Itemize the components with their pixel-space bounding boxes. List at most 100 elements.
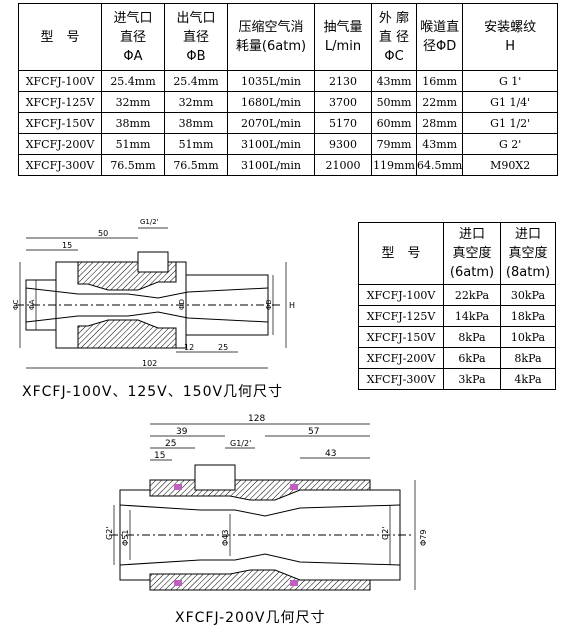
vacuum-header-row: 型 号 进口真空度(6atm) 进口真空度(8atm) xyxy=(358,222,556,285)
drawing-200v: 128 39 57 25 G1/2' 15 43 G2' Φ51 Φ43 G2'… xyxy=(105,414,428,591)
table-cell: 119mm xyxy=(371,154,417,176)
table-cell: 50mm xyxy=(371,91,417,113)
table-cell: 51mm xyxy=(164,133,228,155)
dim-h: H xyxy=(289,301,295,310)
table-cell: G 1' xyxy=(462,70,558,92)
dim-43: 43 xyxy=(325,449,336,459)
caption-drawing-2: XFCFJ-200V几何尺寸 xyxy=(175,610,326,626)
dim-phi-51: Φ51 xyxy=(121,530,130,546)
table-cell: 1680L/min xyxy=(227,91,315,113)
table-cell: 28mm xyxy=(415,112,464,134)
dim-phi-79: Φ79 xyxy=(419,530,428,546)
table-cell: 38mm xyxy=(164,112,228,134)
hatch-bottom-1 xyxy=(77,319,177,349)
table-cell: 3700 xyxy=(314,91,372,113)
table-cell: XFCFJ-125V xyxy=(358,305,444,327)
table-cell: 51mm xyxy=(101,133,165,155)
table-cell: 14kPa xyxy=(443,305,501,327)
dim-15: 15 xyxy=(154,451,165,461)
header-model: 型 号 xyxy=(358,222,444,285)
dim-57: 57 xyxy=(308,427,319,437)
table-cell: G 2' xyxy=(462,133,558,155)
table-cell: XFCFJ-300V xyxy=(358,368,444,390)
table-cell: 9300 xyxy=(314,133,372,155)
table-cell: XFCFJ-150V xyxy=(18,112,102,134)
table-cell: 2130 xyxy=(314,70,372,92)
dim-128: 128 xyxy=(248,414,265,424)
thread-port-1 xyxy=(137,251,169,273)
table-cell: XFCFJ-100V xyxy=(18,70,102,92)
table-cell: 5170 xyxy=(314,112,372,134)
table-cell: 2070L/min xyxy=(227,112,315,134)
dim-102: 102 xyxy=(142,359,157,368)
dim-phi-d: ΦD xyxy=(178,299,186,310)
table-cell: XFCFJ-200V xyxy=(18,133,102,155)
dim-50: 50 xyxy=(98,229,108,238)
table-cell: 25.4mm xyxy=(164,70,228,92)
table-cell: 76.5mm xyxy=(101,154,165,176)
table-cell: 43mm xyxy=(415,133,464,155)
dim-25: 25 xyxy=(165,439,176,449)
table-cell: 60mm xyxy=(371,112,417,134)
table-cell: 22kPa xyxy=(443,284,501,306)
table-cell: 10kPa xyxy=(500,326,556,348)
table-cell: 30kPa xyxy=(500,284,556,306)
dim-39: 39 xyxy=(176,427,188,437)
table-cell: XFCFJ-150V xyxy=(358,326,444,348)
dim-12: 12 xyxy=(184,343,194,352)
dim-phi-c: ΦC xyxy=(12,299,20,310)
dim-25: 25 xyxy=(218,343,228,352)
table-cell: 16mm xyxy=(415,70,464,92)
table-cell: 4kPa xyxy=(500,368,556,390)
table-cell: G1 1/2' xyxy=(462,112,558,134)
table-cell: M90X2 xyxy=(462,154,558,176)
table-cell: G1 1/4' xyxy=(462,91,558,113)
table-cell: 6kPa xyxy=(443,347,501,369)
header-vacuum-6atm: 进口真空度(6atm) xyxy=(443,222,501,285)
header-vacuum-8atm: 进口真空度(8atm) xyxy=(500,222,556,285)
dim-thread: G1/2' xyxy=(140,218,159,226)
table-cell: 21000 xyxy=(314,154,372,176)
table-cell: 25.4mm xyxy=(101,70,165,92)
dim-phi-43: Φ43 xyxy=(221,530,230,546)
table-cell: 8kPa xyxy=(500,347,556,369)
table-cell: 79mm xyxy=(371,133,417,155)
table-cell: 22mm xyxy=(415,91,464,113)
dim-phi-a: ΦA xyxy=(28,299,36,310)
thread-port-2 xyxy=(194,464,236,491)
table-cell: 1035L/min xyxy=(227,70,315,92)
hatch-top-2 xyxy=(149,479,371,501)
header-model: 型 号 xyxy=(18,3,102,71)
table-cell: 3kPa xyxy=(443,368,501,390)
dim-thread: G1/2' xyxy=(230,439,251,448)
table-cell: XFCFJ-200V xyxy=(358,347,444,369)
table-cell: 32mm xyxy=(101,91,165,113)
table-cell: 18kPa xyxy=(500,305,556,327)
table-cell: 43mm xyxy=(371,70,417,92)
drawing-100v-150v: 50 15 G1/2' 12 25 102 ΦC ΦA ΦD ΦB H xyxy=(12,218,295,369)
dim-g2-left: G2' xyxy=(105,527,114,541)
table-cell: XFCFJ-125V xyxy=(18,91,102,113)
header-throat-diameter: 喉道直径ΦD xyxy=(415,3,464,71)
dim-15: 15 xyxy=(62,241,72,250)
header-air-consumption: 压缩空气消耗量(6atm) xyxy=(227,3,315,71)
table-cell: 3100L/min xyxy=(227,133,315,155)
table-cell: XFCFJ-100V xyxy=(358,284,444,306)
